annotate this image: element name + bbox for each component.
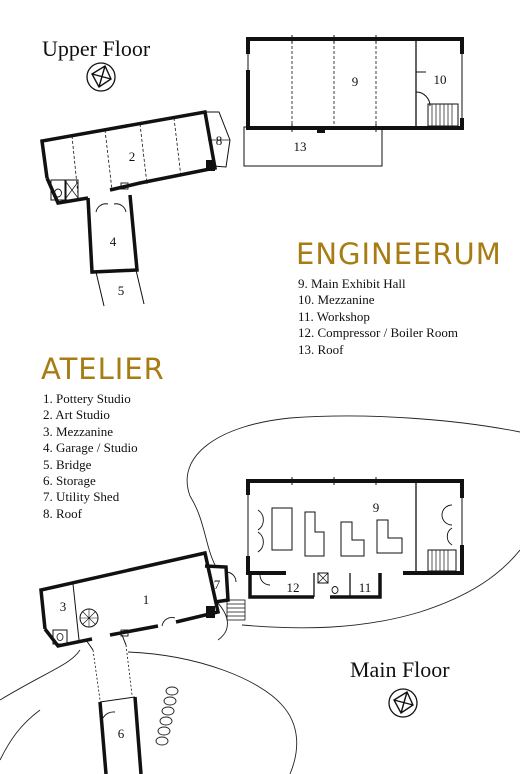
- pottery-studio-walls: [39, 550, 221, 648]
- legend-item: 1. Pottery Studio: [43, 391, 131, 406]
- legend-item: 3. Mezzanine: [43, 423, 114, 439]
- atelier-upper-floor: [40, 109, 231, 307]
- terrain-contours: [0, 415, 520, 774]
- room-number: 5: [118, 283, 125, 298]
- utility-shed-walls: [204, 564, 230, 604]
- room-number: 11: [359, 580, 372, 595]
- legend-item: 4. Garage / Studio: [43, 440, 138, 456]
- room-number: 3: [60, 599, 67, 614]
- atelier-legend: 1. Pottery Studio 2. Art Studio 3. Mezza…: [43, 391, 138, 522]
- room-number: 12: [287, 580, 300, 595]
- room-number: 10: [434, 72, 447, 87]
- engineerum-legend: 9. Main Exhibit Hall 10. Mezzanine 11. W…: [298, 276, 458, 358]
- legend-item: 2. Art Studio: [43, 407, 110, 423]
- atelier-main-floor: [39, 550, 237, 774]
- legend-item: 13. Roof: [298, 341, 344, 357]
- room-number: 7: [214, 577, 221, 592]
- upper-room-numbers: 9 10 13 2 8 4 5: [110, 72, 447, 298]
- room-number: 9: [373, 500, 380, 515]
- stepping-stones: [155, 686, 179, 746]
- engineerum-title: ENGINEERUM: [296, 237, 502, 271]
- legend-item: 7. Utility Shed: [43, 489, 120, 505]
- legend-item: 12. Compressor / Boiler Room: [298, 325, 458, 341]
- room-number: 1: [143, 592, 150, 607]
- service-rooms-walls: [248, 573, 382, 599]
- legend-item: 11. Workshop: [298, 308, 370, 324]
- storage-walls: [98, 696, 143, 774]
- main-floor-heading: Main Floor: [350, 657, 450, 682]
- compass-rose-icon: [388, 688, 418, 718]
- room-number: 8: [216, 133, 223, 148]
- engineerum-upper-floor: [243, 35, 464, 167]
- legend-item: 8. Roof: [43, 505, 82, 521]
- room-number: 6: [118, 726, 125, 741]
- legend-item: 9. Main Exhibit Hall: [298, 276, 406, 291]
- main-exhibit-hall-walls: [246, 37, 464, 130]
- legend-item: 5. Bridge: [43, 456, 92, 472]
- legend-item: 10. Mezzanine: [298, 292, 375, 308]
- room-number: 9: [352, 74, 359, 89]
- exhibit-plinths: [271, 507, 403, 557]
- room-number: 2: [129, 149, 136, 164]
- upper-floor-heading: Upper Floor: [42, 36, 151, 61]
- compass-rose-icon: [86, 62, 116, 92]
- atelier-title: ATELIER: [41, 352, 165, 386]
- room-number: 13: [294, 139, 307, 154]
- roof-area: [243, 126, 383, 167]
- engineerum-main-floor: [226, 477, 464, 621]
- legend-item: 6. Storage: [43, 473, 96, 489]
- room-number: 4: [110, 234, 117, 249]
- main-exhibit-hall-walls-main: [246, 479, 464, 575]
- main-room-numbers: 9 12 11 1 3 7 6: [60, 500, 380, 741]
